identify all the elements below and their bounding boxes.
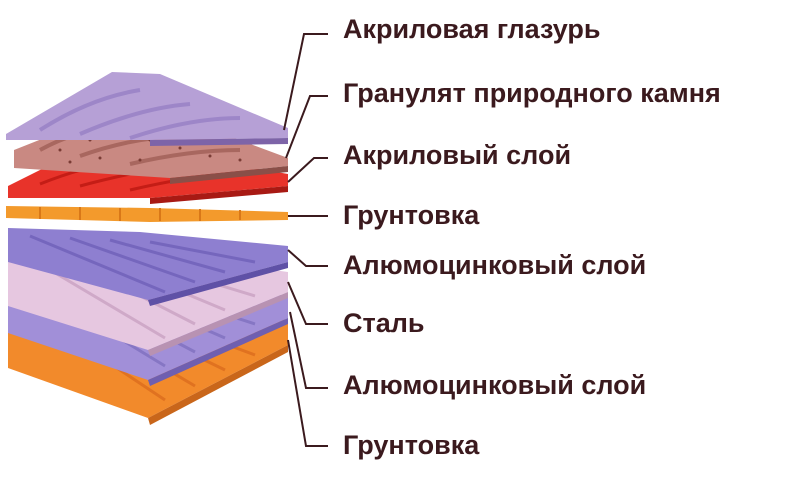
leader-line [285, 95, 328, 159]
leader-line [287, 157, 328, 183]
leader-line [287, 249, 328, 267]
leader-line [283, 33, 328, 131]
layer-acrylic-glaze [6, 72, 288, 146]
leader-line [289, 311, 328, 389]
layer-primer-top [6, 206, 288, 222]
leader-lines [283, 33, 328, 447]
label-stone-granulate: Гранулят природного камня [343, 78, 721, 108]
layer-alumozinc-top [8, 228, 288, 306]
label-primer-bottom: Грунтовка [343, 430, 480, 460]
leader-line [287, 339, 328, 447]
label-alumozinc-top: Алюмоцинковый слой [343, 250, 647, 280]
label-acrylic-layer: Акриловый слой [343, 140, 572, 170]
leader-line [287, 281, 328, 325]
label-acrylic-glaze: Акриловая глазурь [343, 14, 601, 44]
label-steel: Сталь [343, 308, 425, 338]
label-alumozinc-bottom: Алюмоцинковый слой [343, 370, 647, 400]
label-primer-top: Грунтовка [343, 200, 480, 230]
